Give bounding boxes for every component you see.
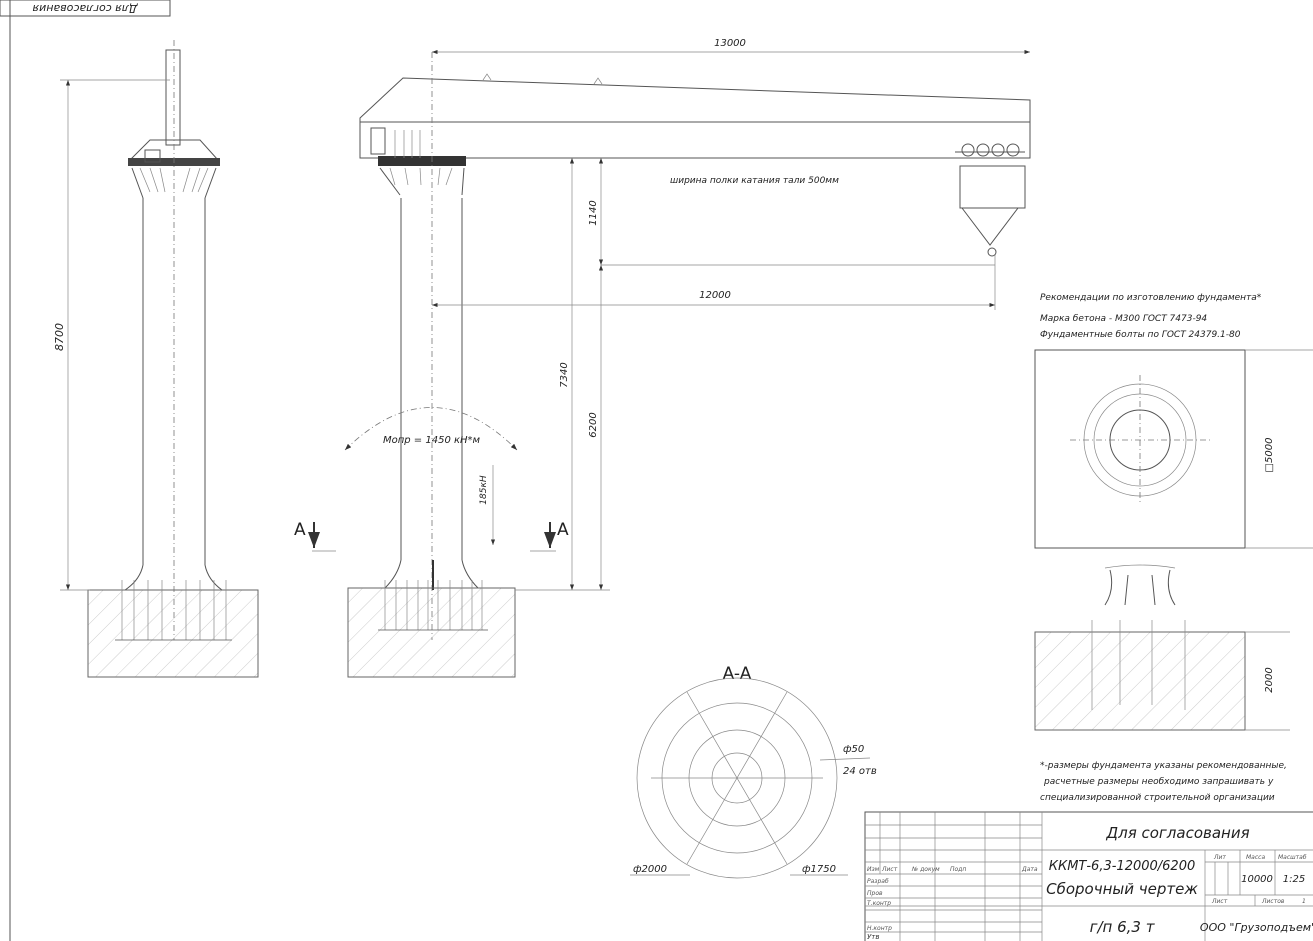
sheet-frame: Для согласования	[0, 0, 171, 941]
hook	[987, 247, 997, 257]
col-header: Дата	[1021, 866, 1038, 873]
hole-diameter: ф50	[843, 744, 864, 755]
footnote-line: *-размеры фундамента указаны рекомендова…	[1040, 761, 1287, 771]
role-label: Н.контр	[867, 925, 892, 932]
anchor-bolts	[378, 580, 488, 631]
sheet-label: Лист	[1211, 898, 1228, 905]
foundation-size: □5000	[1264, 438, 1275, 473]
scale-value: 1:25	[1283, 874, 1305, 885]
concrete-grade: Марка бетона - М300 ГОСТ 7473-94	[1040, 314, 1207, 324]
bolt-standard: Фундаментные болты по ГОСТ 24379.1-80	[1040, 330, 1241, 340]
moment-arc	[344, 407, 518, 451]
foundation-block	[347, 587, 516, 678]
mass-value: 10000	[1241, 874, 1273, 885]
doc-name: Сборочный чертеж	[1046, 880, 1198, 898]
slew-motor	[370, 127, 386, 155]
role-label: Пров	[867, 890, 883, 897]
footnote-line: специализированной строительной организа…	[1040, 793, 1275, 803]
foundation-notes: Рекомендации по изготовлению фундамента*…	[1040, 293, 1262, 340]
section-a-a: A-A ф50 24 отв ф2000 ф1750	[630, 664, 877, 879]
role-label: Т.контр	[867, 900, 891, 907]
designation: ККМТ-6,3-12000/6200	[1049, 859, 1196, 874]
dim-7340: 7340	[559, 362, 570, 387]
section-mark-left: A	[294, 520, 306, 540]
flange-width-note: ширина полки катания тали 500мм	[670, 176, 839, 186]
status-title: Для согласования	[1105, 824, 1249, 842]
sheets-label: Листов	[1261, 898, 1285, 905]
role-label: Разраб	[867, 878, 889, 885]
section-mark-right: A	[557, 520, 569, 540]
outer-diameter: ф2000	[633, 864, 667, 875]
hole-count: 24 отв	[843, 766, 877, 777]
footnote-line: расчетные размеры необходимо запрашивать…	[1043, 777, 1274, 787]
force-label: 185кН	[479, 475, 489, 505]
boom	[359, 77, 1031, 159]
capacity: г/п 6,3 т	[1090, 918, 1156, 936]
side-view-left: 8700	[53, 40, 259, 678]
col-header: Подп	[950, 866, 966, 873]
dim-12000: 12000	[699, 290, 731, 301]
foundation-section: 2000	[1034, 564, 1290, 731]
col-header: № докум	[911, 866, 940, 873]
foundation-depth: 2000	[1264, 667, 1275, 692]
motor	[144, 149, 161, 163]
scale-label: Масштаб	[1278, 854, 1307, 861]
sheets-value: 1	[1302, 898, 1306, 905]
foundation-block	[87, 589, 259, 678]
moment-label: Мопр = 1450 кН*м	[383, 435, 481, 446]
dim-13000: 13000	[714, 38, 746, 49]
dim-6200: 6200	[588, 412, 599, 437]
title-block: Изм Лист № докум Подп Дата Разраб Пров Т…	[864, 811, 1313, 941]
slewing-ring	[378, 156, 466, 166]
col-header: Изм	[867, 866, 880, 873]
company: ООО "Грузоподъем"	[1200, 921, 1313, 934]
mass-label: Масса	[1246, 854, 1265, 861]
dim-1140: 1140	[588, 200, 599, 225]
crane-main-view: 13000 12000 1140 7340 6200 ширина полки …	[294, 38, 1031, 678]
col-header: Лист	[881, 866, 898, 873]
role-label: Утв	[867, 933, 879, 941]
bolt-circle-diameter: ф1750	[802, 864, 836, 875]
anchor-bolts	[115, 580, 232, 641]
lit-label: Лит	[1213, 854, 1226, 861]
foundation-notes-heading: Рекомендации по изготовлению фундамента*	[1040, 293, 1262, 303]
foundation-plan: □5000	[1034, 349, 1313, 549]
lifting-eyes	[482, 73, 603, 85]
hoist	[955, 143, 1026, 257]
dim-8700: 8700	[53, 323, 66, 351]
stamp-upside-down: Для согласования	[32, 2, 138, 15]
mast-top	[165, 49, 181, 146]
section-title: A-A	[723, 664, 752, 684]
foundation-footnote: *-размеры фундамента указаны рекомендова…	[1040, 761, 1287, 803]
